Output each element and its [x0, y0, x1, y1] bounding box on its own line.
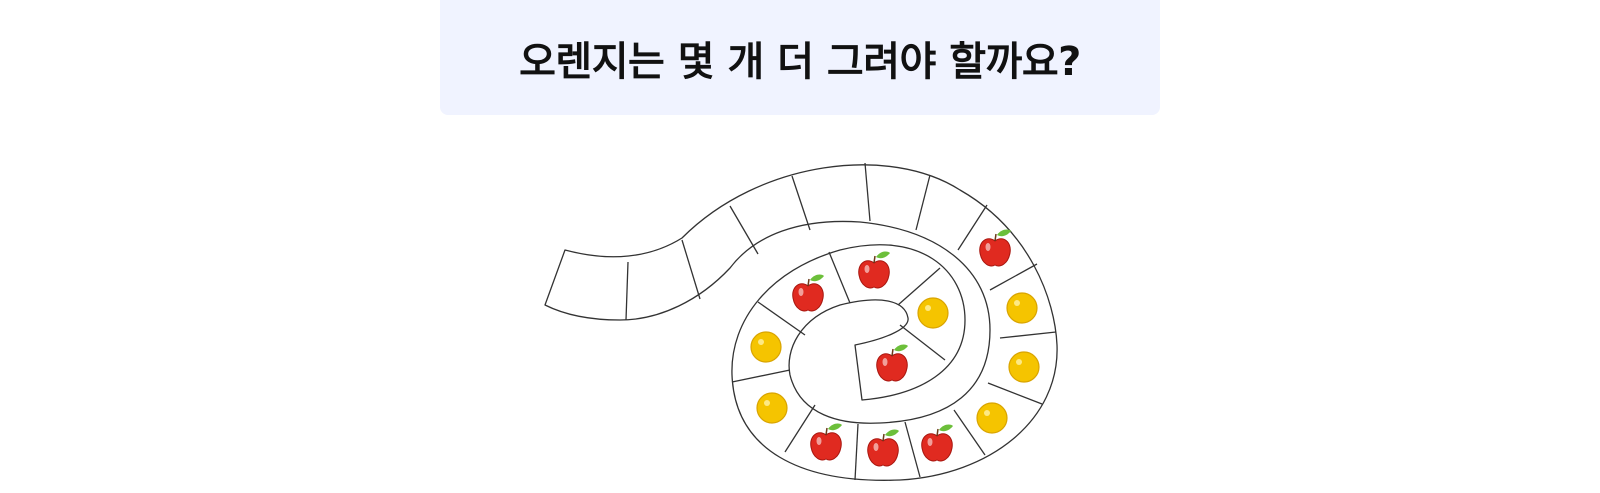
apple-icon	[979, 229, 1011, 267]
orange-icon	[976, 402, 1008, 434]
apple-icon	[858, 251, 890, 289]
question-banner: 오렌지는 몇 개 더 그려야 할까요?	[440, 0, 1160, 115]
orange-icon	[750, 331, 782, 363]
orange-icon	[756, 392, 788, 424]
spiral-path	[544, 164, 1058, 481]
apple-icon	[876, 344, 908, 382]
question-text: 오렌지는 몇 개 더 그려야 할까요?	[519, 38, 1081, 85]
apple-icon	[867, 429, 899, 467]
apple-icon	[792, 274, 824, 312]
apple-icon	[810, 423, 842, 461]
orange-icon	[1008, 351, 1040, 383]
cell-dividers	[625, 162, 1057, 481]
orange-icon	[917, 297, 949, 329]
apple-icon	[921, 424, 953, 462]
orange-icon	[1006, 292, 1038, 324]
fruit-layer	[750, 229, 1040, 467]
